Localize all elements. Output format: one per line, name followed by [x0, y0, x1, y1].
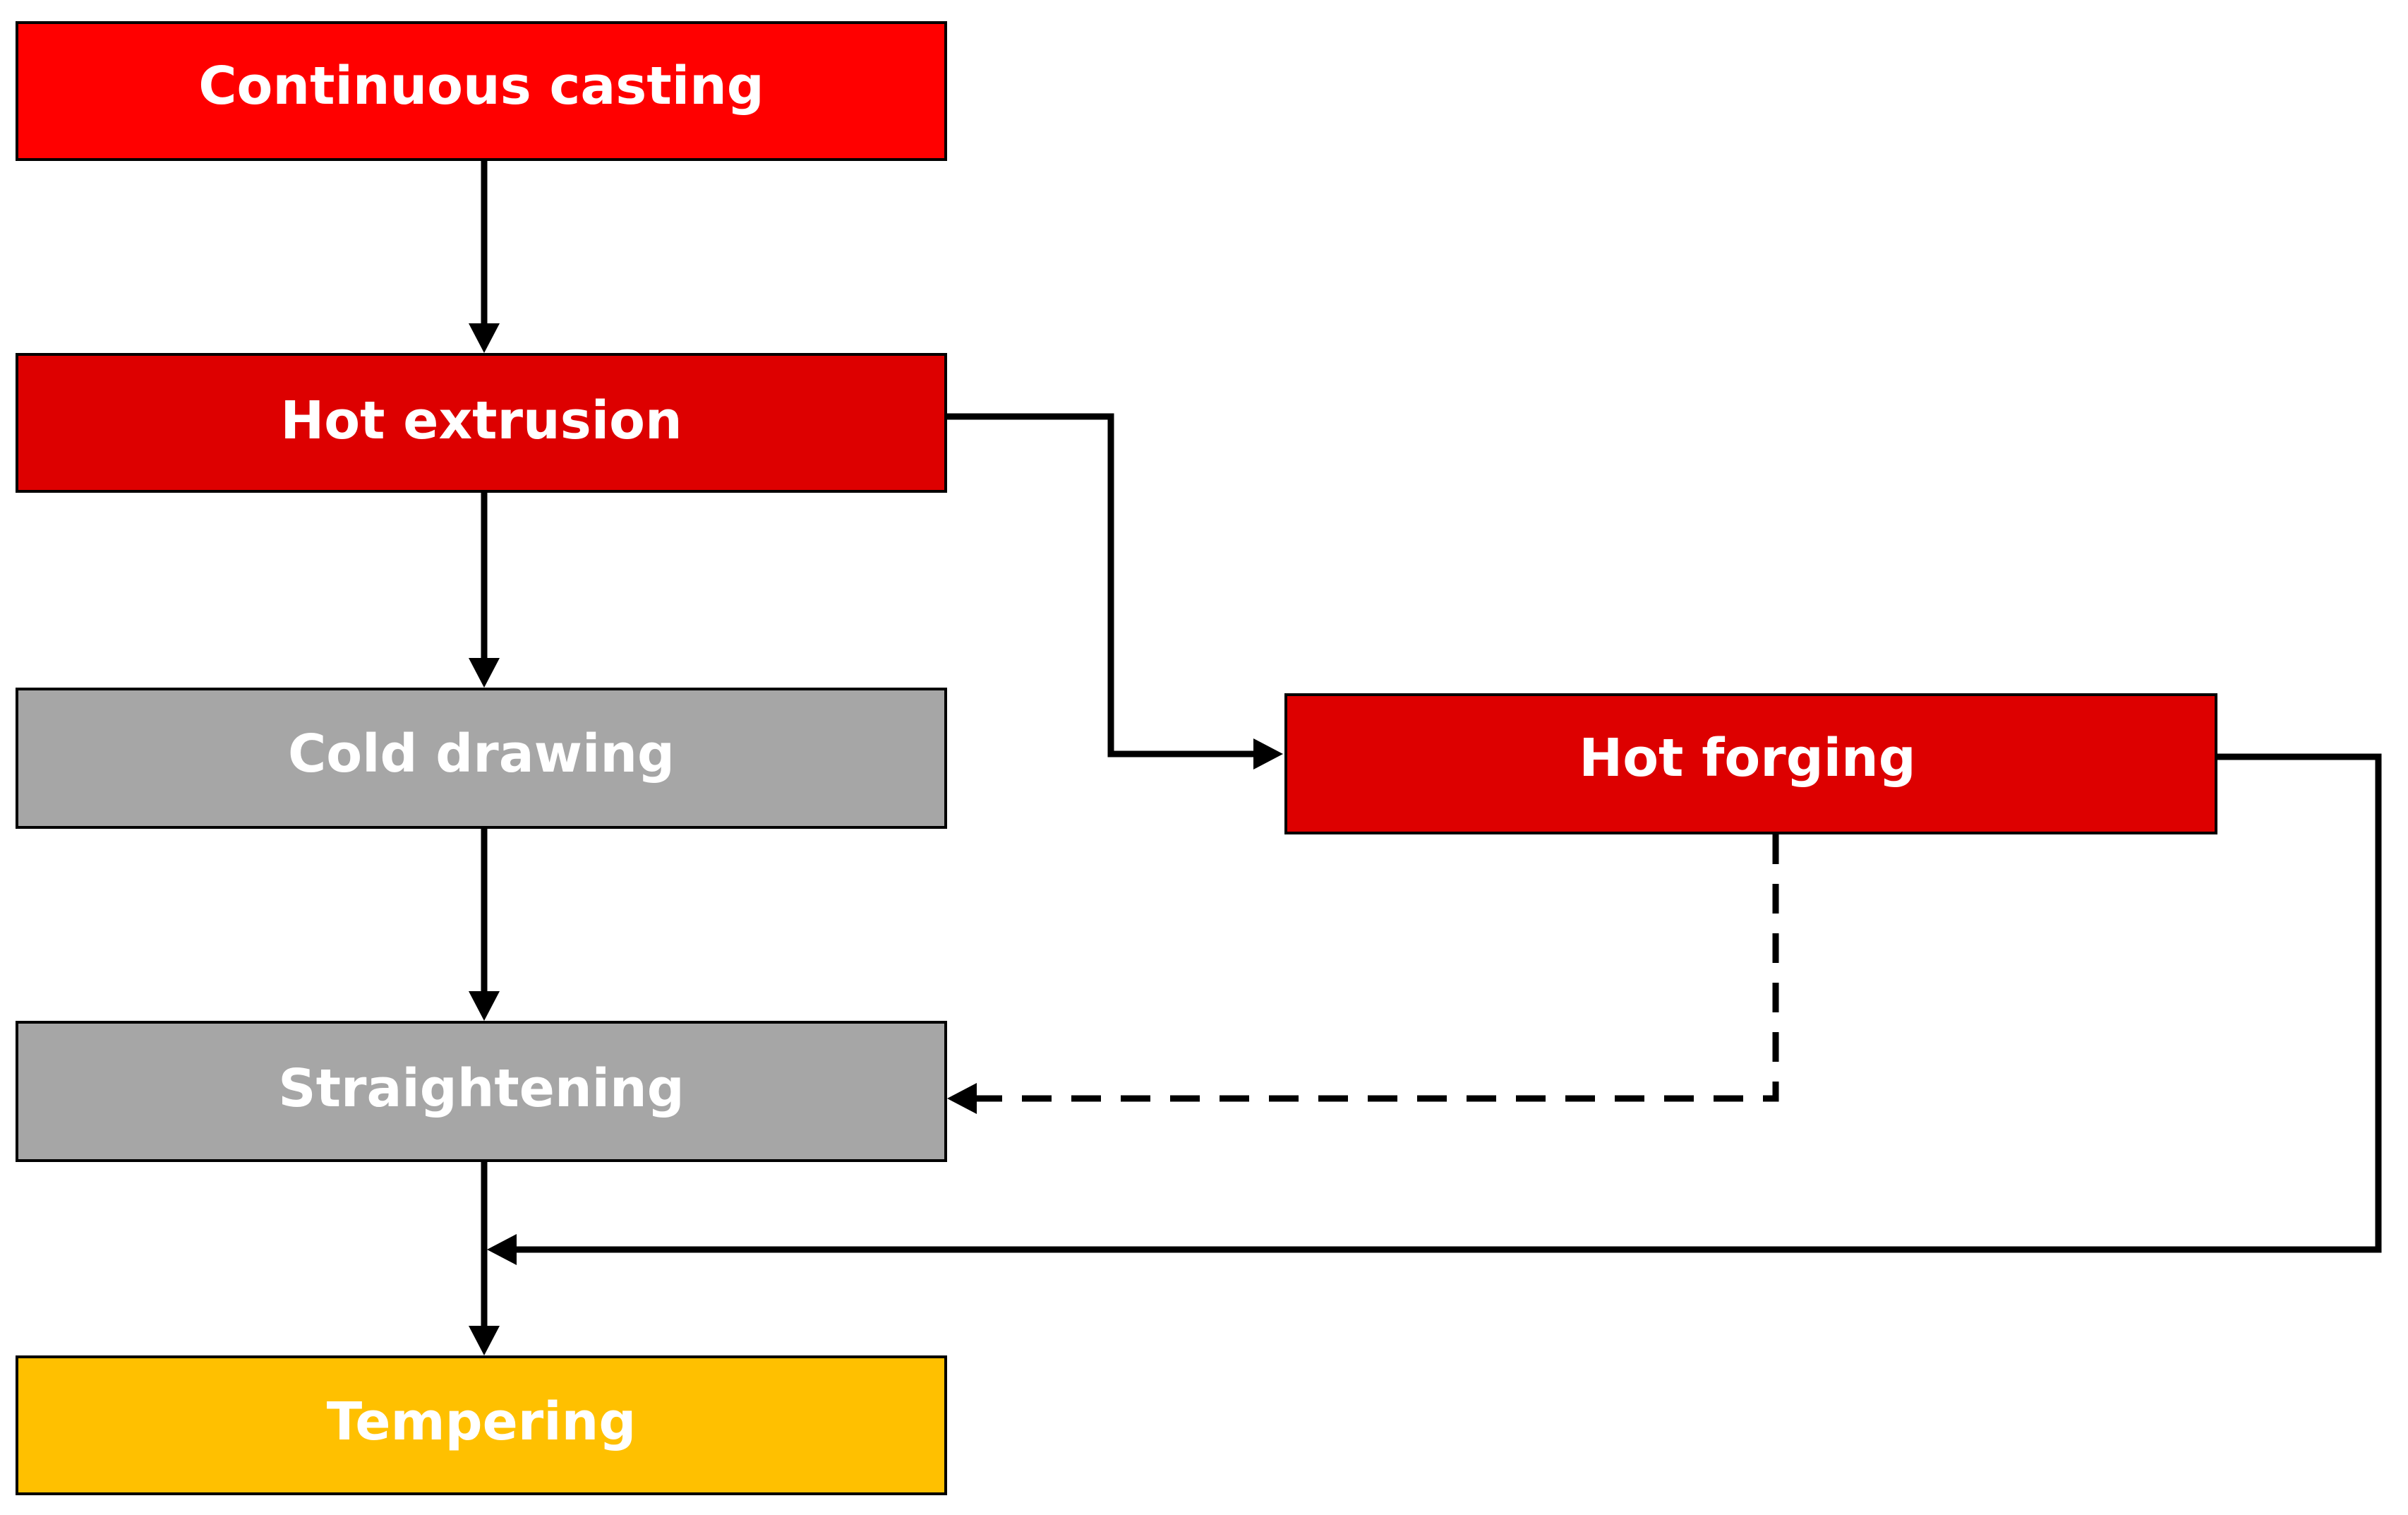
edge-hot-forging-to-tempering: [514, 753, 2382, 1253]
arrowhead-casting-to-extrusion: [469, 323, 500, 353]
node-box: [16, 21, 947, 161]
node-box: [16, 1355, 947, 1495]
node-box: [16, 688, 947, 829]
node-box: [1284, 693, 2217, 834]
node-straightening: Straightening: [16, 1021, 947, 1162]
edges: [469, 160, 2382, 1355]
arrowhead-hot-forging-to-tempering: [487, 1234, 517, 1265]
node-label: Tempering: [327, 1391, 637, 1452]
node-label: Straightening: [278, 1058, 684, 1119]
node-hot-extrusion: Hot extrusion: [16, 353, 947, 493]
edge-hot-forging-to-straightening: [974, 834, 1779, 1102]
node-box: [16, 353, 947, 493]
node-label: Cold drawing: [288, 724, 675, 784]
node-tempering: Tempering: [16, 1355, 947, 1495]
arrowhead-extrusion-to-hot-forging: [1253, 738, 1283, 770]
node-hot-forging: Hot forging: [1284, 693, 2217, 834]
arrowhead-straightening-to-tempering: [469, 1326, 500, 1355]
node-label: Continuous casting: [198, 56, 764, 116]
node-cold-drawing: Cold drawing: [16, 688, 947, 829]
node-continuous-casting: Continuous casting: [16, 21, 947, 161]
edge-extrusion-to-hot-forging: [944, 413, 1256, 758]
node-box: [16, 1021, 947, 1162]
arrowhead-cold-drawing-to-straightening: [469, 991, 500, 1021]
node-label: Hot extrusion: [280, 390, 682, 451]
arrowhead-hot-forging-to-straightening: [947, 1083, 977, 1114]
arrowhead-extrusion-to-cold-drawing: [469, 658, 500, 688]
node-label: Hot forging: [1579, 728, 1915, 789]
